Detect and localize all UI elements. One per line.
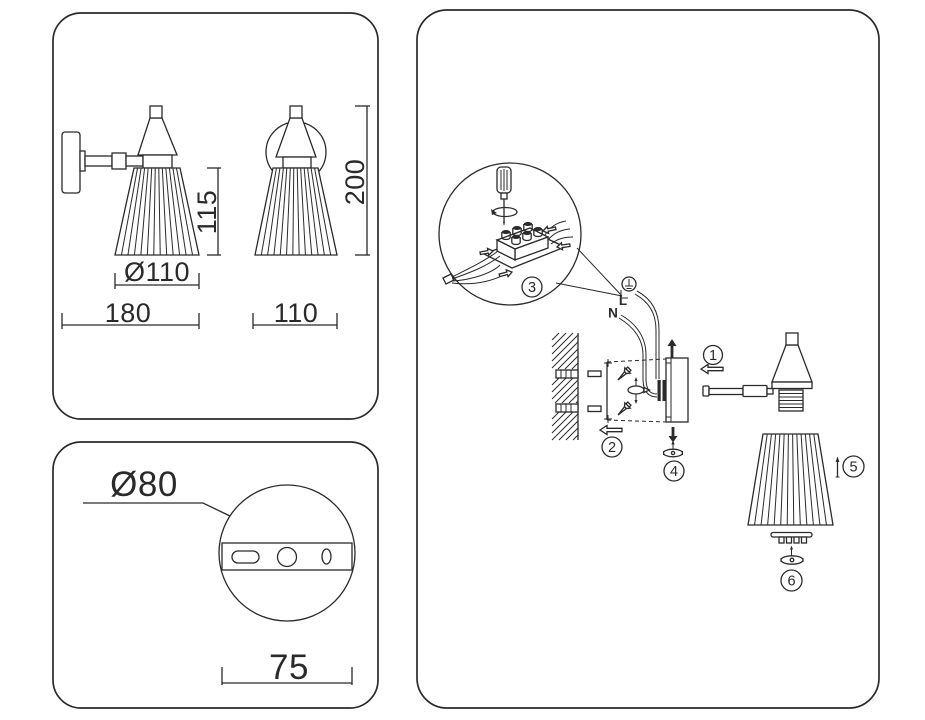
detail-leaders	[555, 247, 628, 299]
cone-knob	[785, 332, 799, 346]
arm-flange	[79, 150, 86, 172]
arm-end-cap	[702, 385, 710, 397]
shade-pleats-front	[260, 167, 332, 256]
dim-label-110: 110	[274, 298, 319, 328]
shade-pleats	[120, 167, 194, 256]
wire-connector-bar	[657, 380, 661, 401]
direction-arrow-left	[699, 363, 724, 375]
bracket-plate	[665, 357, 689, 423]
lamp-neck	[142, 154, 173, 169]
step-marker-4: 4	[663, 460, 685, 482]
shade-pleats	[754, 433, 827, 526]
step-marker-6: 6	[780, 569, 803, 592]
dim-shade-height	[207, 167, 221, 256]
cone-knob-front	[289, 105, 303, 119]
dim-overall-height	[355, 105, 370, 256]
arm-sleeve	[742, 384, 768, 398]
insert-arrows	[479, 225, 571, 279]
cone-band	[771, 381, 813, 390]
dim-front-width	[252, 313, 338, 329]
dim-overall-depth	[61, 313, 200, 329]
lamp-neck-front	[282, 156, 312, 169]
shade-outline	[114, 167, 200, 256]
step-marker-1: 1	[702, 344, 724, 366]
dim-label-200: 200	[340, 159, 370, 206]
arm-connector	[766, 387, 774, 395]
ring-tab	[778, 536, 785, 544]
register-cross	[604, 359, 612, 423]
svg-text:5: 5	[849, 460, 857, 476]
mounting-projection	[604, 358, 667, 423]
wire-connector-bar	[662, 380, 666, 401]
svg-text:6: 6	[787, 574, 795, 590]
arm-sleeve	[111, 152, 127, 170]
shade-assembly	[747, 433, 834, 565]
leader-line-d80	[83, 502, 233, 518]
lock-screw-icon	[662, 440, 684, 458]
dim-shade-diameter	[114, 273, 200, 289]
supply-wires	[618, 290, 660, 398]
ring-tab	[800, 536, 808, 544]
screw-icon	[617, 366, 632, 381]
wall-hatch	[551, 377, 579, 404]
panel-dimensions: 115 Ø110 180 200	[52, 12, 379, 420]
dim-label-d110: Ø110	[124, 257, 190, 287]
wall-plug	[587, 405, 602, 413]
wire-label-neutral: N	[608, 306, 618, 321]
step-marker-3: 3	[521, 276, 543, 298]
terminal-detail-circle: 3	[438, 162, 582, 306]
panel-border	[416, 9, 880, 709]
panel-mounting-plate: Ø80 75	[52, 441, 379, 709]
thread-lines	[779, 393, 803, 408]
wall-plate	[61, 131, 81, 194]
shade-ring	[770, 531, 813, 538]
step-marker-5: 5	[842, 455, 865, 478]
up-arrow	[835, 456, 840, 478]
svg-text:4: 4	[670, 464, 678, 480]
earth-symbol	[621, 276, 637, 292]
ring-tab	[785, 536, 793, 544]
arm-rod	[708, 387, 744, 396]
panel-installation: 3 L N	[416, 9, 880, 709]
arm-rod2	[125, 155, 144, 167]
ring-tab	[793, 536, 800, 544]
lamp-side-view	[61, 105, 200, 256]
wall-hatch	[551, 411, 579, 441]
dim-label-d80: Ø80	[110, 465, 178, 504]
step-marker-2: 2	[601, 436, 623, 458]
svg-text:3: 3	[528, 280, 536, 296]
bar-small-hole	[321, 548, 332, 565]
dim-label-180: 180	[105, 298, 152, 328]
dim-hole-spacing	[221, 667, 353, 685]
screw-icon	[617, 401, 632, 416]
dim-label-115: 115	[192, 190, 222, 235]
shade-outline-front	[254, 167, 338, 256]
shade-nut-icon	[780, 545, 804, 565]
wall-plug	[587, 370, 602, 378]
svg-text:1: 1	[709, 348, 717, 364]
terminal-cylinders	[501, 222, 543, 246]
bar-center-hole	[276, 546, 298, 568]
insert-up-arrow	[667, 339, 677, 358]
wall-anchor	[555, 403, 579, 413]
arm-rod	[84, 155, 113, 167]
dim-label-75: 75	[269, 648, 309, 687]
bar-slot	[231, 550, 260, 564]
lamp-front-view	[254, 105, 338, 256]
insert-down-arrow	[668, 427, 678, 443]
direction-arrow-left	[598, 424, 623, 436]
wall-anchor	[555, 369, 579, 379]
wire-label-line: L	[619, 293, 627, 308]
svg-text:2: 2	[608, 440, 616, 456]
lamp-body-assembly	[702, 332, 813, 412]
cone-knob	[149, 105, 163, 119]
wall-section	[551, 332, 602, 441]
turning-screw-icon	[627, 377, 652, 404]
screwdriver-icon	[491, 166, 518, 226]
wall-hatch	[551, 332, 579, 370]
wires-right	[544, 220, 574, 245]
